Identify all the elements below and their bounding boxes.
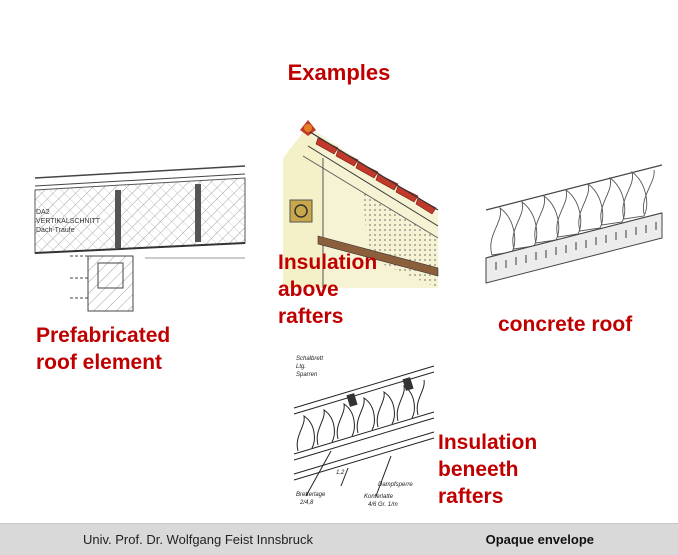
concrete-roof-drawing <box>485 164 663 284</box>
caption-prefabricated: Prefabricated roof element <box>36 324 171 374</box>
slide-title: Examples <box>287 60 391 85</box>
caption-beneath-rafters: Insulation beneeth rafters <box>438 431 538 508</box>
caption-concrete-roof: concrete roof <box>498 313 633 336</box>
beneath-rafters-drawing: Schalbrett Ltg. Sparren Bretterlage 2/4,… <box>293 356 435 508</box>
above-rafters-drawing <box>283 120 439 288</box>
svg-text:Bretterlage: Bretterlage <box>296 492 326 498</box>
svg-text:Dach-Traufe: Dach-Traufe <box>36 227 75 234</box>
svg-text:Sparren: Sparren <box>296 372 318 378</box>
prefab-drawing-label: DA2 <box>36 209 50 216</box>
footer-topic: Opaque envelope <box>485 532 594 547</box>
svg-text:Schalbrett: Schalbrett <box>296 356 323 362</box>
svg-text:VERTIKALSCHNITT: VERTIKALSCHNITT <box>36 218 101 225</box>
svg-text:4/6 Gr. 1/m: 4/6 Gr. 1/m <box>368 502 398 508</box>
caption-above-rafters: Insulation above rafters <box>278 251 378 328</box>
svg-text:2/4,8: 2/4,8 <box>299 500 314 506</box>
footer-author: Univ. Prof. Dr. Wolfgang Feist Innsbruck <box>83 532 313 547</box>
svg-text:1,2: 1,2 <box>336 470 345 476</box>
footer-bar: Univ. Prof. Dr. Wolfgang Feist Innsbruck… <box>0 523 678 555</box>
svg-text:Ltg.: Ltg. <box>296 364 306 370</box>
prefab-roof-drawing: DA2 VERTIKALSCHNITT Dach-Traufe <box>34 165 246 312</box>
svg-text:Konterlatte: Konterlatte <box>364 494 394 500</box>
svg-text:Dampfsperre: Dampfsperre <box>378 482 413 488</box>
